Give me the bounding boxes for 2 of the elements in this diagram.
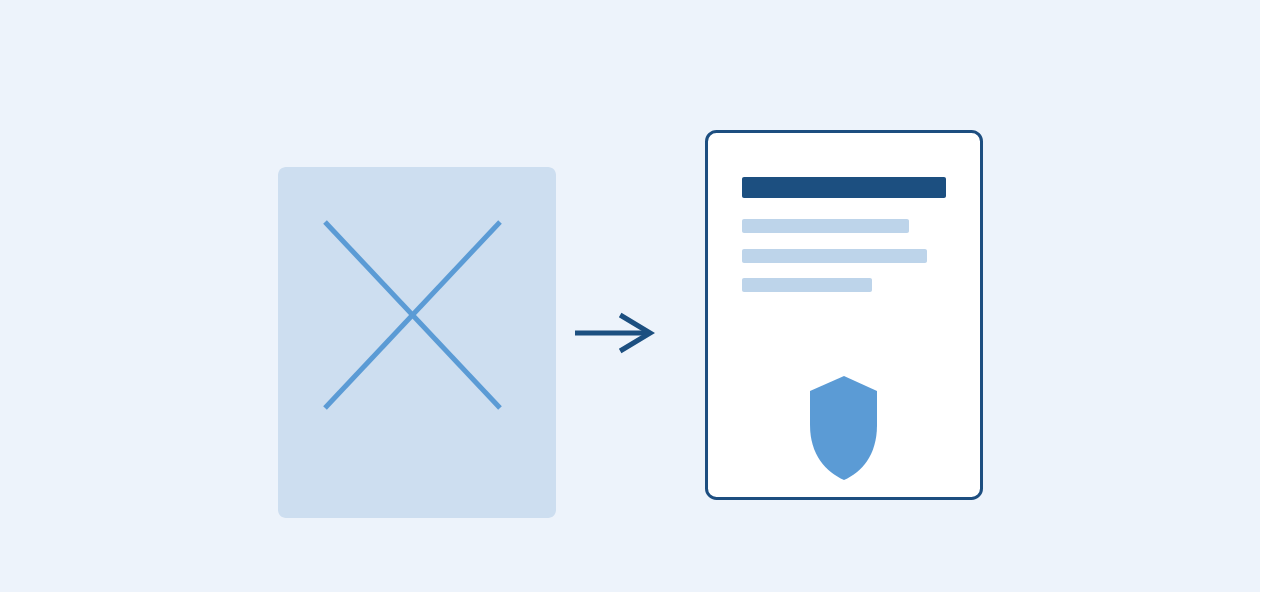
image-placeholder xyxy=(278,167,556,518)
arrow xyxy=(575,312,655,354)
